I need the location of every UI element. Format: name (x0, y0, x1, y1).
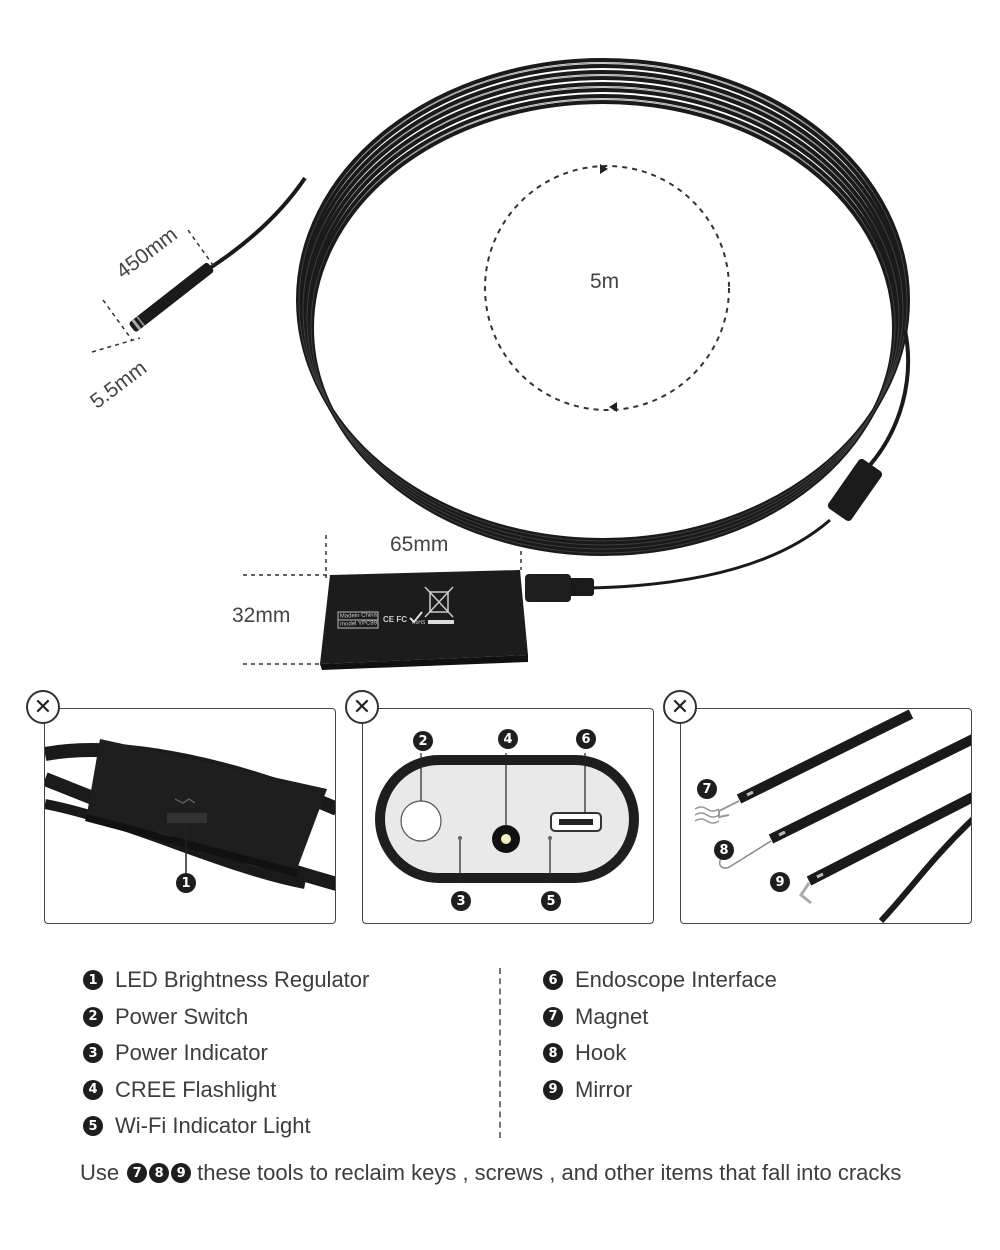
callout-2: 2 (413, 731, 433, 751)
legend-item: 4 CREE Flashlight (83, 1072, 369, 1109)
legend-label: Hook (575, 1040, 627, 1066)
box-cert-text: CE FC (383, 615, 407, 624)
usage-prefix: Use (80, 1160, 120, 1185)
legend-number: 8 (543, 1043, 563, 1064)
usage-number: 7 (127, 1163, 148, 1183)
legend-label: Power Indicator (115, 1040, 268, 1066)
callout-9: 9 (770, 872, 790, 892)
callout-5: 5 (541, 891, 561, 911)
box-height-label: 32mm (232, 604, 291, 627)
legend-right: 6 Endoscope Interface 7 Magnet 8 Hook 9 … (543, 962, 777, 1108)
endoscope-cable-illustration (91, 58, 911, 670)
box-brand-line2: model YPC99 (340, 620, 378, 628)
legend-label: Wi-Fi Indicator Light (115, 1113, 311, 1139)
legend-item: 7 Magnet (543, 999, 777, 1036)
legend-item: 8 Hook (543, 1035, 777, 1072)
callout-4: 4 (498, 729, 518, 749)
close-icon[interactable]: ✕ (345, 690, 379, 724)
legend-label: LED Brightness Regulator (115, 967, 370, 993)
callout-6: 6 (576, 729, 596, 749)
usage-note: Use 7 8 9 these tools to reclaim keys , … (80, 1160, 901, 1186)
legend-item: 9 Mirror (543, 1072, 777, 1109)
legend-number: 5 (83, 1116, 103, 1137)
tools-illustration (694, 709, 971, 923)
legend-label: Power Switch (115, 1003, 249, 1029)
close-icon[interactable]: ✕ (26, 690, 60, 724)
callout-7: 7 (697, 779, 717, 799)
box-face-illustration (375, 753, 639, 883)
legend-number: 2 (83, 1006, 103, 1027)
legend-divider (499, 968, 501, 1138)
legend-label: Magnet (575, 1003, 649, 1029)
legend-number: 7 (543, 1006, 563, 1027)
legend-item: 1 LED Brightness Regulator (83, 962, 369, 999)
legend-number: 6 (543, 970, 563, 991)
legend-label: Mirror (575, 1076, 633, 1102)
callout-8: 8 (714, 840, 734, 860)
detail-panel-tools: 7 8 9 (680, 708, 972, 924)
detail-panel-regulator: 1 (44, 708, 336, 924)
legend-number: 3 (83, 1043, 103, 1064)
callout-1: 1 (176, 873, 196, 893)
legend-label: CREE Flashlight (115, 1076, 277, 1102)
usage-text: these tools to reclaim keys , screws , a… (197, 1160, 902, 1185)
box-brand-text: Madein China model YPC99 (340, 611, 378, 628)
legend-item: 5 Wi-Fi Indicator Light (83, 1108, 369, 1145)
legend-number: 1 (83, 970, 103, 991)
legend-number: 4 (83, 1079, 103, 1100)
legend-item: 3 Power Indicator (83, 1035, 369, 1072)
detail-panel-box-face: 2 4 6 3 5 (362, 708, 654, 924)
box-rohs-text: RoHS (412, 620, 426, 626)
usage-numbers: 7 8 9 (126, 1163, 192, 1183)
legend-item: 6 Endoscope Interface (543, 962, 777, 999)
inline-module-illustration (45, 739, 335, 891)
legend-number: 9 (543, 1079, 563, 1100)
close-icon[interactable]: ✕ (663, 690, 697, 724)
cable-length-label: 5m (590, 270, 620, 293)
usage-number: 8 (149, 1163, 170, 1183)
usage-number: 9 (171, 1163, 192, 1183)
box-width-label: 65mm (390, 533, 449, 556)
callout-3: 3 (451, 891, 471, 911)
legend-left: 1 LED Brightness Regulator 2 Power Switc… (83, 962, 369, 1145)
legend-label: Endoscope Interface (575, 967, 777, 993)
legend-item: 2 Power Switch (83, 999, 369, 1036)
